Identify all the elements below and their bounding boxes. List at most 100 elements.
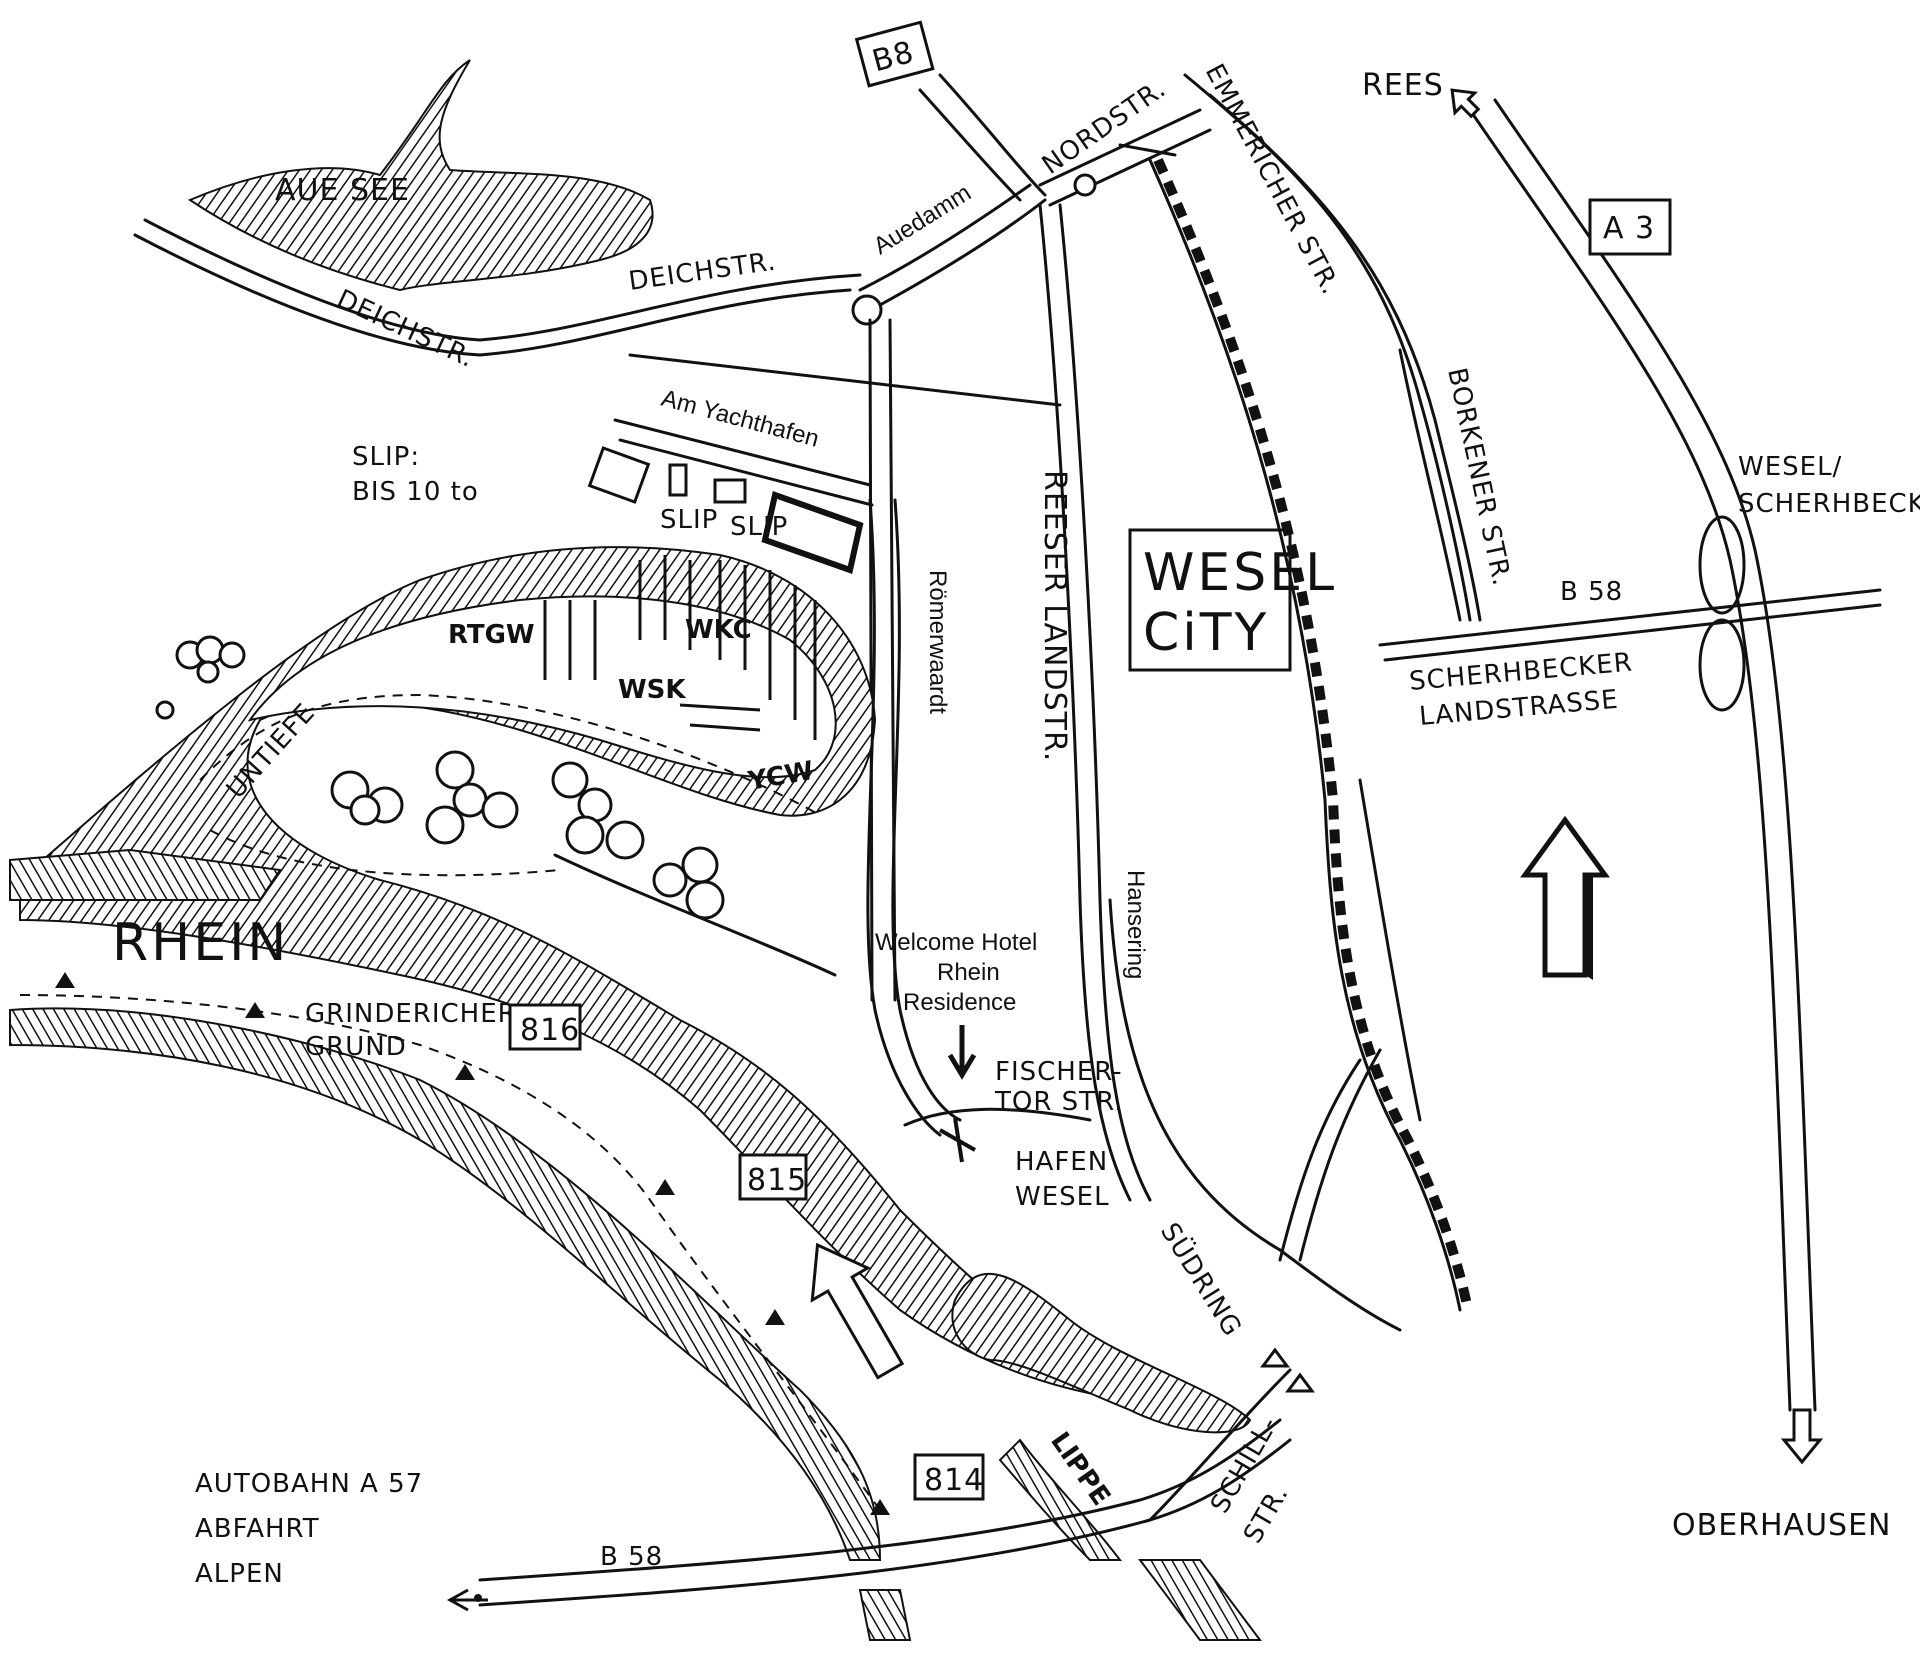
borkener-road	[1398, 348, 1462, 622]
deichstr-label-1: DEICHSTR.	[627, 247, 778, 297]
auedamm-label: Auedamm	[869, 179, 976, 260]
arrow-south-icon	[1780, 1408, 1824, 1465]
fischertor-label-2: TOR STR.	[994, 1087, 1123, 1117]
am-yachthafen-label: Am Yachthafen	[658, 385, 821, 453]
hotel-label-2: Rhein	[937, 959, 1000, 986]
km-815-sign: 815	[738, 1153, 808, 1201]
trees	[155, 635, 725, 920]
svg-text:816: 816	[520, 1013, 580, 1048]
am-yachthafen-road-edge	[618, 438, 874, 507]
hafen-label-1: HAFEN	[1015, 1147, 1108, 1177]
railway-line	[1148, 158, 1462, 1312]
emmericher-label: EMMERICHER STR.	[1199, 59, 1346, 300]
b8-road	[938, 73, 1047, 197]
wkc-label: WKC	[685, 615, 752, 645]
slip-note-1: SLIP:	[352, 442, 420, 472]
hotel-cross-icon	[939, 1117, 976, 1163]
b58-south-road	[478, 1438, 1292, 1607]
railway-crossing	[1118, 143, 1177, 157]
b58-east-label: B 58	[1560, 577, 1623, 607]
km-816-sign: 816	[508, 1003, 582, 1051]
borkener-south-road	[1358, 778, 1422, 1122]
autobahn-label-3: ALPEN	[195, 1559, 284, 1589]
harbor-buildings	[587, 446, 864, 574]
slip-note-2: BIS 10 to	[352, 477, 479, 507]
wesel-scherhbeck-label-1: WESEL/	[1738, 452, 1842, 482]
arrow-northwest-icon	[1450, 88, 1481, 119]
slip-a-label: SLIP	[660, 505, 718, 535]
fairway-line	[19, 994, 881, 1511]
harbor-jetties	[543, 555, 817, 740]
am-yachthafen-road	[613, 418, 872, 487]
buoys	[55, 972, 890, 1515]
wesel-scherhbeck-label-2: SCHERHBECK	[1738, 489, 1920, 519]
romerwaardt-road-edge	[866, 498, 942, 1137]
b58-east-road-edge	[1383, 603, 1882, 662]
hotel-road	[903, 1107, 1092, 1127]
svg-text:CiTY: CiTY	[1143, 603, 1269, 663]
north-south-road	[868, 318, 874, 1002]
harbor-peninsula	[19, 546, 1133, 1402]
hotel-label-3: Residence	[903, 989, 1016, 1016]
auedamm-road-edge	[878, 198, 1047, 307]
auesee-bank	[187, 59, 654, 292]
b58-east-road	[1378, 588, 1882, 647]
rhein-south-bank	[9, 1007, 882, 1561]
romerwaardt-label: Römerwaardt	[924, 570, 951, 714]
hotel-label-1: Welcome Hotel	[875, 929, 1037, 956]
b8-road-edge	[918, 88, 1022, 202]
b58-south-road-edge	[478, 1418, 1282, 1582]
grindericher-label-1: GRINDERICHER	[305, 999, 517, 1029]
emmericher-road-edge	[1208, 93, 1482, 622]
b58-south-label: B 58	[600, 1542, 663, 1572]
hansering-label: Hansering	[1122, 870, 1149, 979]
sudring-road	[1278, 1248, 1402, 1332]
wsk-label: WSK	[618, 675, 686, 705]
east-road-south	[1298, 1048, 1382, 1262]
svg-text:WESEL: WESEL	[1143, 543, 1337, 603]
oberhausen-label: OBERHAUSEN	[1672, 1508, 1891, 1543]
untiefe-outline	[199, 693, 821, 816]
svg-text:815: 815	[747, 1163, 807, 1198]
rhein-north-bank	[9, 848, 282, 901]
south-bank-hatch	[858, 1589, 912, 1641]
roundabout-deich	[851, 294, 883, 326]
auedamm-road	[858, 183, 1032, 292]
rtgw-label: RTGW	[448, 620, 535, 650]
slip-b-label: SLIP	[730, 512, 788, 542]
north-arrow-icon	[1520, 815, 1610, 980]
auesee-label: AUE SEE	[275, 173, 410, 208]
b8-sign: B8	[854, 20, 935, 88]
cross-road	[628, 353, 1062, 407]
nordstr-road	[1038, 108, 1202, 187]
rhein-label: RHEIN	[112, 913, 289, 973]
grindericher-label-2: GRUND	[305, 1032, 407, 1062]
a3-motorway	[1468, 108, 1792, 1412]
a3-interchange-2	[1698, 618, 1746, 712]
south-junction-icon	[1260, 1347, 1315, 1393]
emmericher-road	[1183, 73, 1472, 622]
exit-arrow-icon	[446, 1588, 488, 1612]
reeser-landstr-road-edge	[1058, 203, 1152, 1202]
hansering-road	[1108, 898, 1282, 1252]
a3-sign: A 3	[1588, 198, 1672, 256]
deichstr-road	[133, 233, 852, 357]
east-road-south-2	[1278, 1058, 1362, 1262]
autobahn-label-2: ABFAHRT	[195, 1514, 320, 1544]
river-flow-arrow-icon	[810, 1242, 905, 1380]
km-814-sign: 814	[913, 1453, 985, 1501]
hafen-label-2: WESEL	[1015, 1182, 1110, 1212]
reeser-landstr-label: REESER LANDSTR.	[1037, 470, 1072, 762]
untiefe-outline-2	[209, 829, 561, 877]
svg-text:A 3: A 3	[1603, 211, 1655, 246]
inner-road	[553, 853, 837, 977]
fischertor-label-1: FISCHER-	[995, 1057, 1123, 1087]
a3-motorway-edge	[1493, 98, 1817, 1412]
lippe-south-bank	[998, 1438, 1123, 1561]
sudring-label: SÜDRING	[1154, 1217, 1249, 1342]
deichstr-road-edge	[143, 218, 862, 342]
borkener-label: BORKENER STR.	[1441, 365, 1517, 589]
svg-text:814: 814	[924, 1463, 984, 1498]
schillstr-road	[1148, 1368, 1292, 1522]
